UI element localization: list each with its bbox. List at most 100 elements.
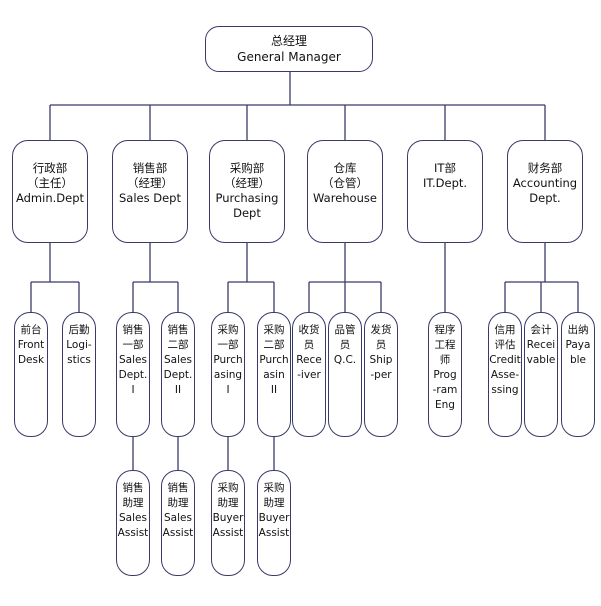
unit-node-warehouse-1-text: Q.C. xyxy=(333,354,357,366)
unit-node-warehouse-0-text: 员 xyxy=(303,339,315,351)
unit-node-purchasing-1-text: asin xyxy=(263,369,285,381)
sub-node-purchasing-0-text: Assist xyxy=(212,527,244,539)
dept-node-warehouse-text: 仓库 xyxy=(333,161,357,175)
unit-node-purchasing-1-text: Purch xyxy=(259,354,289,366)
unit-node-it-0-text: 师 xyxy=(439,354,451,366)
unit-node-admin-0-text: Desk xyxy=(17,354,45,366)
sub-node-purchasing-0-text: 采购 xyxy=(217,482,239,494)
dept-node-admin[interactable]: 行政部（主任）Admin.Dept xyxy=(12,140,88,243)
sub-node-sales-1-text: Assist xyxy=(162,527,194,539)
unit-node-accounting-0-text: 评估 xyxy=(494,339,516,351)
unit-node-warehouse-2-text: 发货 xyxy=(370,324,392,336)
dept-node-accounting-text: Dept. xyxy=(529,191,561,205)
unit-node-purchasing-0-text: 一部 xyxy=(217,339,239,351)
unit-node-it-0-text: 程序 xyxy=(434,324,456,336)
sub-node-sales-0-text: 助理 xyxy=(122,497,144,509)
unit-node-purchasing-0-text: asing xyxy=(213,369,243,381)
unit-node-accounting-0-text: ssing xyxy=(491,384,519,396)
unit-node-warehouse-2-text: Ship xyxy=(369,354,393,366)
unit-node-accounting-1[interactable]: 会计 Recei vable xyxy=(524,312,558,437)
dept-node-sales[interactable]: 销售部（经理）Sales Dept xyxy=(112,140,188,243)
unit-node-admin-1-text: 后勤 xyxy=(68,324,90,336)
unit-node-warehouse-1-text: 品管 xyxy=(334,324,356,336)
dept-node-purchasing-text: 采购部 xyxy=(229,161,265,175)
unit-node-warehouse-0-text: Rece xyxy=(296,354,322,366)
root-node-general-manager-text: 总经理 xyxy=(270,34,307,48)
unit-node-purchasing-1-text: II xyxy=(270,384,278,396)
unit-node-purchasing-1-text: 二部 xyxy=(263,339,285,351)
dept-node-admin-text: Admin.Dept xyxy=(15,191,85,205)
unit-node-it-0-text: Prog xyxy=(433,369,457,381)
unit-node-accounting-2-text: 出纳 xyxy=(567,324,589,336)
unit-node-it-0-text: -ram xyxy=(432,384,458,396)
unit-node-sales-1-text: Sales xyxy=(164,354,192,366)
unit-node-sales-0-text: Dept. xyxy=(118,369,148,381)
unit-node-admin-1-text: stics xyxy=(67,354,91,366)
unit-node-accounting-1-text: vable xyxy=(526,354,556,366)
dept-node-it-text: IT部 xyxy=(434,161,456,175)
unit-node-warehouse-0-text: 收货 xyxy=(298,324,320,336)
root-node-general-manager[interactable]: 总经理 General Manager xyxy=(205,26,373,72)
unit-node-admin-1-text: Logi- xyxy=(66,339,92,351)
unit-node-warehouse-2-text: -per xyxy=(370,369,392,381)
unit-node-accounting-0-text: Credit xyxy=(489,354,521,366)
unit-node-sales-1-text: 销售 xyxy=(167,324,189,336)
unit-node-warehouse-0-text: -iver xyxy=(297,369,321,381)
unit-node-accounting-1-text: Recei xyxy=(526,339,556,351)
dept-node-admin-text: 行政部 xyxy=(32,161,68,175)
sub-node-sales-0-text: Assist xyxy=(117,527,149,539)
root-node-general-manager-text: General Manager xyxy=(237,50,341,64)
dept-node-warehouse-text: Warehouse xyxy=(313,191,377,205)
dept-node-admin-text: （主任） xyxy=(27,176,73,190)
unit-node-warehouse-0[interactable]: 收货员 Rece -iver xyxy=(292,312,326,437)
sub-node-purchasing-1-text: 助理 xyxy=(263,497,285,509)
unit-node-warehouse-2[interactable]: 发货员 Ship -per xyxy=(364,312,398,437)
dept-node-purchasing-text: （经理） xyxy=(224,176,270,190)
unit-node-sales-1-text: 二部 xyxy=(167,339,189,351)
unit-node-warehouse-1[interactable]: 品管员 Q.C. xyxy=(328,312,362,437)
unit-node-it-0-text: 工程 xyxy=(434,339,456,351)
unit-node-admin-1[interactable]: 后勤 Logi-stics xyxy=(62,312,96,437)
unit-node-admin-0-text: Front xyxy=(17,339,45,351)
unit-node-purchasing-0-text: Purch xyxy=(213,354,243,366)
unit-node-purchasing-1-text: 采购 xyxy=(263,324,285,336)
sub-node-sales-0-text: Sales xyxy=(119,512,147,524)
dept-node-sales-text: 销售部 xyxy=(132,161,168,175)
unit-node-it-0-text: Eng xyxy=(435,399,455,411)
dept-node-sales-text: （经理） xyxy=(127,176,173,190)
unit-node-sales-1-text: Dept. xyxy=(163,369,193,381)
dept-node-warehouse-text: （仓管） xyxy=(322,176,368,190)
unit-node-accounting-1-text: 会计 xyxy=(530,324,552,336)
unit-node-accounting-2-text: Paya xyxy=(565,339,591,351)
dept-node-warehouse[interactable]: 仓库（仓管）Warehouse xyxy=(307,140,383,243)
sub-node-purchasing-1-text: Buyer xyxy=(258,512,290,524)
dept-node-purchasing-text: Dept xyxy=(233,206,261,220)
dept-node-it-text: IT.Dept. xyxy=(422,176,468,190)
unit-node-warehouse-1-text: 员 xyxy=(339,339,351,351)
dept-node-accounting-text: Accounting xyxy=(512,176,578,190)
unit-node-sales-0-text: 一部 xyxy=(122,339,144,351)
sub-node-purchasing-0-text: Buyer xyxy=(212,512,244,524)
sub-node-sales-1-text: 销售 xyxy=(167,482,189,494)
unit-node-admin-0-text: 前台 xyxy=(20,324,42,336)
unit-node-sales-0-text: I xyxy=(131,384,135,396)
dept-node-purchasing-text: Purchasing xyxy=(215,191,279,205)
unit-node-warehouse-2-text: 员 xyxy=(375,339,387,351)
sub-node-purchasing-1-text: 采购 xyxy=(263,482,285,494)
sub-node-purchasing-1-text: Assist xyxy=(258,527,290,539)
